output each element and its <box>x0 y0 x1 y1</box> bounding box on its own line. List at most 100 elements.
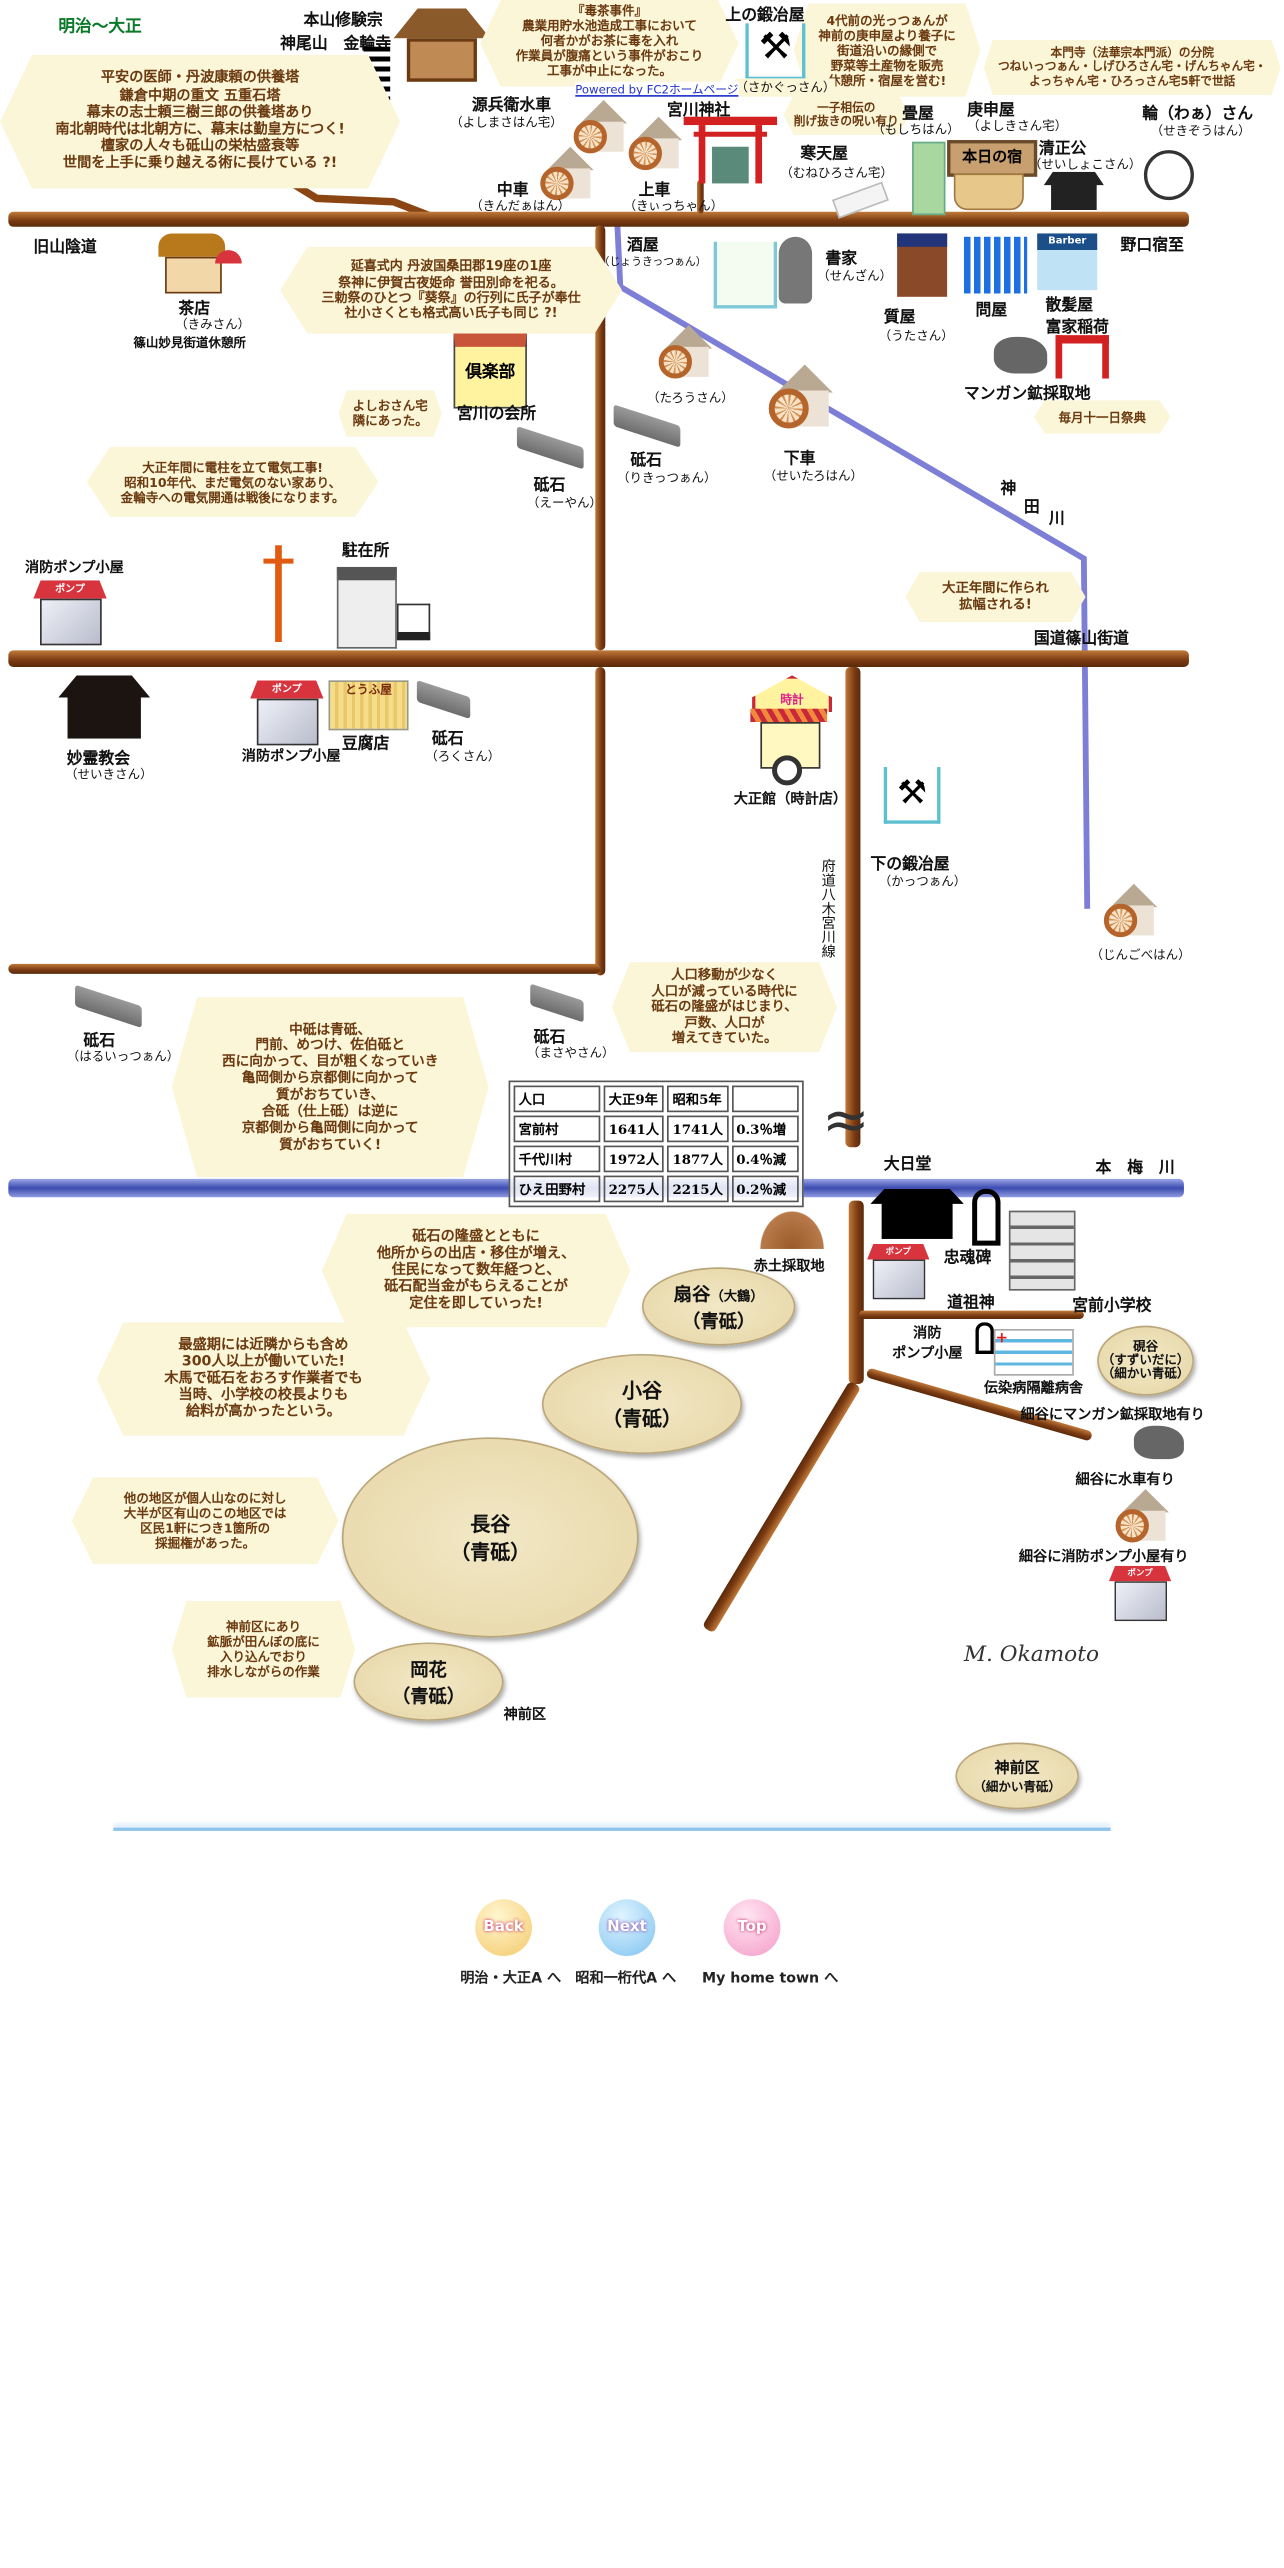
kanzaki-district-label: 神前区 <box>503 1707 547 1725</box>
calligrapher-icon <box>778 236 813 304</box>
manganese-label: マンガン鉱採取地 <box>963 385 1091 404</box>
shichiya-owner: （うたさん） <box>878 328 954 344</box>
table-row: 宮前村 1641人 1741人 0.3％増 <box>513 1115 798 1143</box>
naka-owner: （きんだぁはん） <box>470 198 571 214</box>
kaji-bottom-label: 下の鍛冶屋 <box>870 855 950 874</box>
waterwheel-icon <box>537 146 594 204</box>
table-cell: 1641人 <box>603 1115 665 1143</box>
pawnshop-icon <box>897 233 948 297</box>
back-link[interactable]: 明治・大正A へ <box>460 1970 562 1988</box>
teahouse-note: 篠山妙見街道休憩所 <box>133 335 246 351</box>
fc2-link[interactable]: Powered by FC2ホームページ <box>575 81 739 99</box>
callout-hoka: 他の地区が個人山なのに対し 大半が区有山のこの地区では 区民1軒につき1箇所の … <box>71 1477 339 1565</box>
okabana-quarry: 岡花 （青砥） <box>353 1642 504 1721</box>
top-button[interactable]: Top <box>723 1899 781 1956</box>
myorei-church-icon <box>58 675 151 739</box>
callout-dokucha: 『毒茶事件』 農業用貯水池造成工事において 何者かがお茶に毒を入れ 作業員が腹痛… <box>480 0 739 87</box>
back-button[interactable]: Back <box>475 1899 532 1956</box>
pump-sign: ポンプ <box>867 1243 930 1260</box>
inari-label: 富家稲荷 <box>1045 318 1109 337</box>
second-road <box>8 650 1189 667</box>
dainichi-label: 大日堂 <box>883 1155 932 1174</box>
top-link[interactable]: My home town へ <box>702 1970 839 1988</box>
tofu-label: 豆腐店 <box>341 735 390 754</box>
table-cell: 千代川村 <box>513 1145 601 1173</box>
shichiya-label: 質屋 <box>883 308 916 327</box>
dosojin-stone-icon <box>975 1322 994 1355</box>
pump-house-1-label: 消防ポンプ小屋 <box>25 560 124 577</box>
tub-icon <box>953 173 1024 211</box>
hosotani-pump-label: 細谷に消防ポンプ小屋有り <box>1018 1549 1189 1566</box>
callout-maitsuki: 毎月十一日祭典 <box>1033 400 1171 434</box>
suzuridani-quarry: 硯谷 （すずいだに） （細かい青砥） <box>1097 1325 1194 1396</box>
callout-isshi: 一子相伝の 削げ抜きの呪い有り <box>783 95 909 136</box>
kodani-quarry: 小谷 （青砥） <box>541 1354 743 1455</box>
wa-owner: （せきぞうはん） <box>1150 123 1251 139</box>
kami-owner: （きぃっちゃん） <box>623 198 724 214</box>
population-table: 人口 大正9年 昭和5年 宮前村 1641人 1741人 0.3％増 千代川村 … <box>508 1080 803 1208</box>
pump-sign: ポンプ <box>1108 1565 1172 1582</box>
callout-ryusei: 砥石の隆盛とともに 他所からの出店・移住が増え、 住民になって数年経つと、 砥石… <box>321 1213 631 1328</box>
shimo-label: 下車 <box>783 450 816 469</box>
table-header: 昭和5年 <box>667 1085 728 1113</box>
table-row: ひえ田野村 2275人 2215人 0.2％減 <box>513 1175 798 1203</box>
torii-tunnel-icon <box>1055 335 1109 379</box>
monument-icon <box>972 1188 1001 1246</box>
callout-kanrinji: 平安の医師・丹波康頼の供養塔 鎌倉中期の重文 五重石塔 幕末の志士頼三樹三郎の供… <box>0 55 401 189</box>
road-school <box>858 1310 1084 1319</box>
genbee-label: 源兵衛水車 <box>471 96 552 116</box>
sakaya-label: 酒屋 <box>626 236 659 256</box>
hosotani-wheel-label: 細谷に水車有り <box>1075 1472 1175 1490</box>
kodani-type: （青砥） <box>601 1407 683 1431</box>
table-cell: 宮前村 <box>513 1115 601 1143</box>
table-cell: 1877人 <box>667 1145 728 1173</box>
toishi-haru-owner: （はるいっつぁん） <box>66 1048 180 1064</box>
club-label: 宮川の会所 <box>456 405 537 424</box>
top-road <box>8 211 1189 227</box>
koshin-label: 庚申屋 <box>967 101 1015 121</box>
toishi-roku-label: 砥石 <box>431 730 464 749</box>
waterwheel-icon <box>625 116 683 174</box>
page-title: 明治～大正 <box>58 18 142 37</box>
waterwheel-icon <box>765 364 833 433</box>
next-link[interactable]: 昭和一桁代A へ <box>575 1970 677 1988</box>
toishi-haru-label: 砥石 <box>83 1032 116 1051</box>
chukonhi-label: 忠魂碑 <box>943 1248 992 1268</box>
next-button[interactable]: Next <box>598 1899 656 1956</box>
chuzai-label: 駐在所 <box>341 541 390 561</box>
prefectural-road-label: 府道八木宮川線 <box>818 858 836 958</box>
waterwheel-icon <box>1112 1489 1169 1546</box>
sakaya-owner: （じょうきっつぁん） <box>598 255 707 269</box>
table-cell: 2215人 <box>667 1175 728 1203</box>
temple-sect-label: 本山修験宗 <box>303 11 383 31</box>
inn-sign: 本日の宿 <box>947 140 1038 177</box>
manganese-rock-icon <box>1133 1425 1184 1460</box>
kanda-river-label-2: 田 <box>1023 498 1040 517</box>
naka-label: 中車 <box>496 181 529 201</box>
torii-icon <box>683 116 778 184</box>
toishi-eyan-owner: （えーやん） <box>526 495 602 511</box>
cloud-divider <box>113 1827 1111 1831</box>
shoka-label: 書家 <box>825 250 858 269</box>
waterwheel-icon <box>1101 883 1158 941</box>
table-cell: 2275人 <box>603 1175 665 1203</box>
kanzaki-quarry: 神前区 （細かい青砥） <box>955 1742 1079 1810</box>
seisho-temple-icon <box>1043 171 1104 211</box>
signature: M. Okamoto <box>963 1642 1100 1668</box>
pump-sign: ポンプ <box>33 580 107 599</box>
pump-house-2-label: 消防ポンプ小屋 <box>241 748 341 766</box>
anvil-icon: ⚒ <box>883 767 941 824</box>
barber-label: 散髪屋 <box>1045 296 1094 316</box>
road-vertical-1 <box>595 225 606 651</box>
koshin-owner: （よしきさん宅） <box>967 118 1068 134</box>
taro-owner: （たろうさん） <box>646 390 734 406</box>
toishi-eyan-label: 砥石 <box>533 476 566 496</box>
barber-icon: Barber <box>1037 233 1098 291</box>
callout-nakato: 中砥は青砥、 門前、めつけ、佐伯砥と 西に向かって、目が粗くなっていき 亀岡側か… <box>171 997 489 1178</box>
teahouse-label: 茶店 <box>178 300 211 319</box>
anvil-icon: ⚒ <box>745 23 806 81</box>
shrine-label: 宮川神社 <box>667 101 731 121</box>
table-header <box>731 1085 798 1113</box>
dainichi-temple-icon <box>870 1188 964 1239</box>
kanda-river-label-3: 川 <box>1048 510 1065 529</box>
